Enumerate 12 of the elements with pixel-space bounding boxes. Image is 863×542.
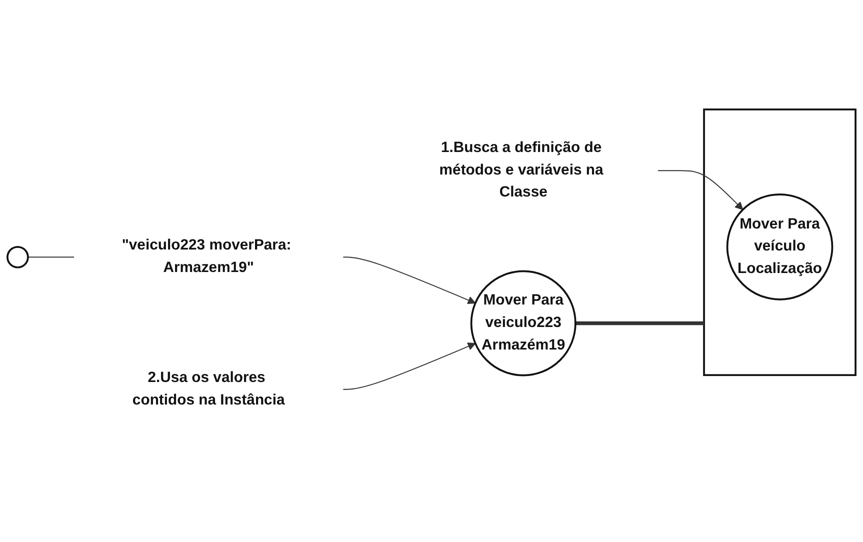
node-text: "veiculo223 moverPara: Armazem19" xyxy=(122,238,292,276)
node-circle: Mover Para veiculo223 Armazém19 xyxy=(470,270,576,376)
arrow xyxy=(342,342,476,390)
connector xyxy=(575,322,704,326)
node-text: 1.Busca a definição de métodos e variáveis na Classe xyxy=(439,140,604,201)
arrow xyxy=(342,256,476,304)
node-text: 2.Usa os valores contidos na Instância xyxy=(132,370,285,408)
connector xyxy=(27,256,75,258)
node-circle xyxy=(6,246,29,268)
cluster xyxy=(703,108,856,376)
arrow xyxy=(657,170,744,210)
node-circle: Mover Para veículo Localização xyxy=(726,194,834,300)
